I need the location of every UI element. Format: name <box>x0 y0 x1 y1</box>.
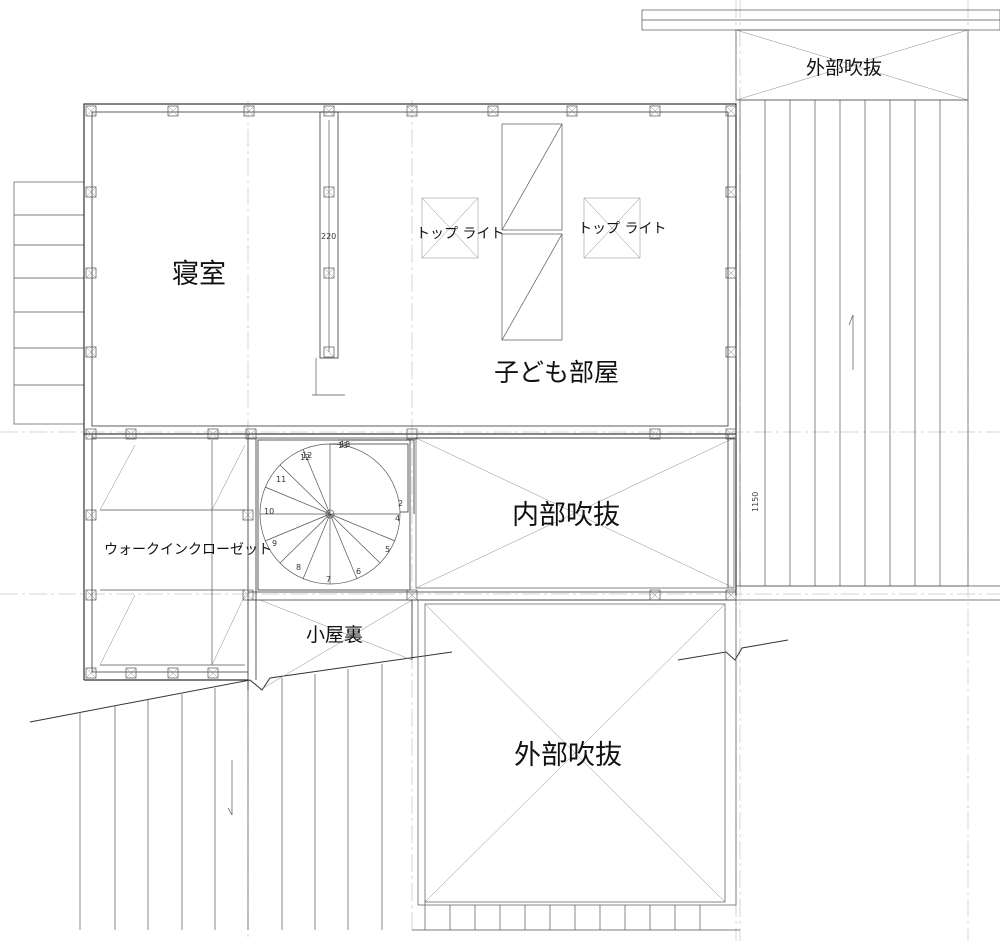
stair-step-number: 12 <box>300 453 310 462</box>
stair-step-number: 13 <box>338 441 348 450</box>
right-deck: 1150 <box>736 99 1000 601</box>
stair-step-number: 12 <box>302 451 312 460</box>
exterior-void-top-label: 外部吹抜 <box>806 57 882 79</box>
stair-step-number: 10 <box>264 507 274 516</box>
bedroom-label: 寝室 <box>172 259 226 290</box>
exterior-walls <box>83 103 737 690</box>
bottom-left-roof <box>29 651 453 930</box>
walk-in-closet <box>99 440 246 666</box>
top-light-right-label: トップ ライト <box>578 221 666 237</box>
exterior-void-bottom-label: 外部吹抜 <box>514 740 622 771</box>
bedroom-partition <box>312 111 345 396</box>
attic-area <box>259 599 413 691</box>
left-balcony-deck <box>13 181 85 425</box>
stair-step-number: 9 <box>272 539 277 548</box>
skylights <box>421 123 641 341</box>
stair-step-number: 6 <box>356 567 361 576</box>
interior-void-label: 内部吹抜 <box>512 500 620 531</box>
attic-label: 小屋裏 <box>306 624 363 646</box>
dimension-label: 220 <box>321 232 336 241</box>
bottom-exterior-void <box>417 599 737 906</box>
top-right-exterior-void <box>641 9 1000 101</box>
stair-step-numbers: 5 4 6 7 8 9 10 11 12 13 <box>264 441 400 584</box>
svg-text:1150: 1150 <box>751 492 760 512</box>
stair-step-number: 13 <box>340 440 350 449</box>
stair-step-number: 5 <box>385 545 390 554</box>
structural-columns <box>85 105 737 679</box>
kids-room-label: 子ども部屋 <box>494 358 619 387</box>
stair-step-number: 2 <box>398 499 403 508</box>
stair-step-number: 8 <box>296 563 301 572</box>
bottom-right-roof <box>412 639 789 931</box>
stair-step-number: 7 <box>326 575 331 584</box>
top-light-left-label: トップ ライト <box>416 226 504 242</box>
stair-step-number: 4 <box>395 514 400 523</box>
spiral-stair <box>257 439 415 591</box>
stair-step-number: 11 <box>276 475 286 484</box>
walk-in-closet-label: ウォークインクローゼット <box>104 542 272 558</box>
